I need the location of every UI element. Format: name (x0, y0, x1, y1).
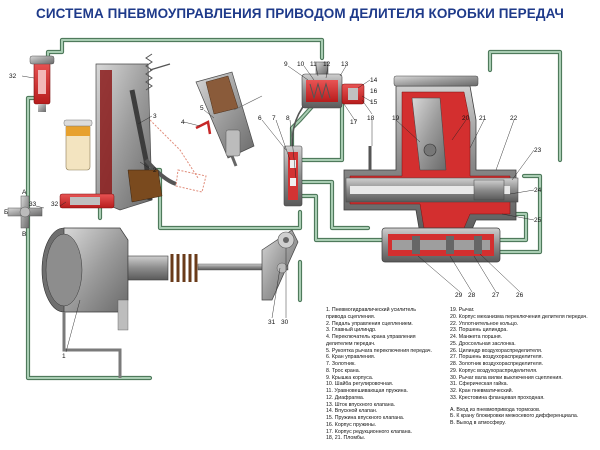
label-3: 3 (153, 113, 157, 120)
legend-item: 1. Пневмогидравлический усилитель (326, 307, 417, 313)
legend-item: 19. Рычаг. (450, 307, 475, 313)
label-4: 4 (181, 119, 185, 126)
parts-legend: 1. Пневмогидравлический усилитель привод… (326, 307, 598, 442)
label-28: 28 (468, 292, 476, 299)
label-18: 18 (367, 115, 375, 122)
label-7: 7 (272, 115, 276, 122)
label-a: А (22, 189, 27, 196)
label-26: 26 (516, 292, 524, 299)
return-spring (145, 53, 171, 91)
label-27: 27 (492, 292, 500, 299)
label-29: 29 (455, 292, 463, 299)
legend-item: 14. Впускной клапан. (326, 408, 378, 415)
legend-item: 18, 21. Пломбы. (326, 435, 366, 442)
label-20: 20 (462, 115, 470, 122)
clutch-pedal-assembly (59, 63, 177, 211)
label-32-bottom: 32 (51, 201, 59, 208)
label-5: 5 (200, 105, 204, 112)
legend-item: В. Выход в атмосферу. (450, 420, 506, 426)
label-b: Б (4, 209, 8, 216)
label-1: 1 (62, 353, 66, 360)
legend-item: 7. Золотник. (326, 361, 356, 367)
legend-item: 10. Шайба регулировочная. (326, 381, 394, 388)
cross-fitting (7, 195, 43, 229)
label-17: 17 (350, 119, 358, 126)
label-19: 19 (392, 115, 400, 122)
legend-item: 20. Корпус механизма переключения делите… (450, 313, 588, 320)
legend-item: А. Вход из пневмопривода тормозов. (450, 406, 541, 413)
legend-item: 31. Сферическая гайка. (450, 381, 508, 388)
label-v: В (22, 231, 26, 238)
legend-item: 22. Уплотнительное кольцо. (450, 320, 519, 327)
gear-lever-handle (195, 71, 263, 167)
pneumohydraulic-booster (41, 227, 289, 378)
label-15: 15 (370, 99, 378, 106)
part-number-labels: 32 3 2 4 5 6 7 8 9 10 11 12 13 14 15 16 … (4, 61, 542, 360)
fluid-reservoir (63, 119, 93, 171)
label-31: 31 (268, 319, 276, 326)
label-2: 2 (153, 167, 157, 174)
label-23: 23 (534, 147, 542, 154)
legend-item: 32. Кран пневматический. (450, 388, 514, 394)
legend-item: 4. Переключатель крана управления (326, 334, 416, 340)
legend-item: 26. Цилиндр воздухораспределителя. (450, 347, 543, 354)
legend-item: делителем передач. (326, 340, 376, 347)
legend-item: 15. Пружина впускного клапана. (326, 415, 405, 421)
legend-item: 13. Шток впускного клапана. (326, 401, 396, 408)
label-16: 16 (370, 88, 378, 95)
legend-item: 9. Крышка корпуса. (326, 374, 374, 381)
divider-shift-mechanism (343, 75, 519, 235)
diagram-title: СИСТЕМА ПНЕВМОУПРАВЛЕНИЯ ПРИВОДОМ ДЕЛИТЕ… (36, 6, 564, 21)
label-12: 12 (323, 61, 331, 68)
legend-item: 8. Трос крана. (326, 367, 361, 374)
label-21: 21 (479, 115, 487, 122)
label-30: 30 (281, 319, 289, 326)
label-14: 14 (370, 77, 378, 84)
legend-item: 3. Главный цилиндр. (326, 327, 377, 334)
label-10: 10 (297, 61, 305, 68)
legend-item: 17. Корпус редукционного клапана. (326, 428, 412, 435)
label-8: 8 (286, 115, 290, 122)
pneumatic-tap-top (29, 55, 55, 112)
legend-item: 24. Манжета поршня. (450, 334, 503, 340)
legend-item: 27. Поршень воздухораспределителя. (450, 354, 543, 361)
legend-item: 2. Педаль управления сцеплением. (326, 320, 413, 327)
legend-right-column: 19. Рычаг.20. Корпус механизма переключе… (450, 307, 598, 442)
label-11: 11 (310, 61, 317, 68)
legend-item: 25. Дроссельная заслонка. (450, 340, 516, 347)
legend-item: 11. Уравновешивающая пружина. (326, 388, 408, 394)
release-fork-lever (261, 229, 299, 301)
label-25: 25 (534, 217, 542, 224)
reduction-valve (301, 61, 365, 109)
air-distributor (381, 227, 501, 263)
legend-item: 12. Диафрагма. (326, 394, 365, 401)
legend-item: 30. Рычаг вала вилки выключения сцеплени… (450, 374, 563, 381)
legend-item: 5. Рукоятка рычага переключения передач. (326, 347, 432, 354)
legend-item: 33. Крестовина фланцевая проходная. (450, 394, 545, 401)
pedal-ghost-position (149, 119, 207, 193)
label-22: 22 (510, 115, 518, 122)
legend-item: привода сцепления. (326, 313, 376, 320)
label-6: 6 (258, 115, 262, 122)
legend-item: 6. Кран управления. (326, 354, 376, 361)
legend-item: 29. Корпус воздухораспределителя. (450, 367, 538, 374)
legend-item: 23. Поршень цилиндра. (450, 327, 508, 334)
label-13: 13 (341, 61, 349, 68)
label-24: 24 (534, 187, 542, 194)
legend-left-column: 1. Пневмогидравлический усилитель привод… (326, 307, 450, 442)
legend-item: 16. Корпус пружины. (326, 421, 377, 428)
legend-item: Б. К крану блокировки межосевого диффере… (450, 413, 579, 420)
leader-lines (21, 65, 535, 353)
label-32-top: 32 (9, 73, 17, 80)
label-9: 9 (284, 61, 288, 68)
label-33: 33 (29, 201, 37, 208)
legend-item: 28. Золотник воздухораспределителя. (450, 361, 544, 367)
